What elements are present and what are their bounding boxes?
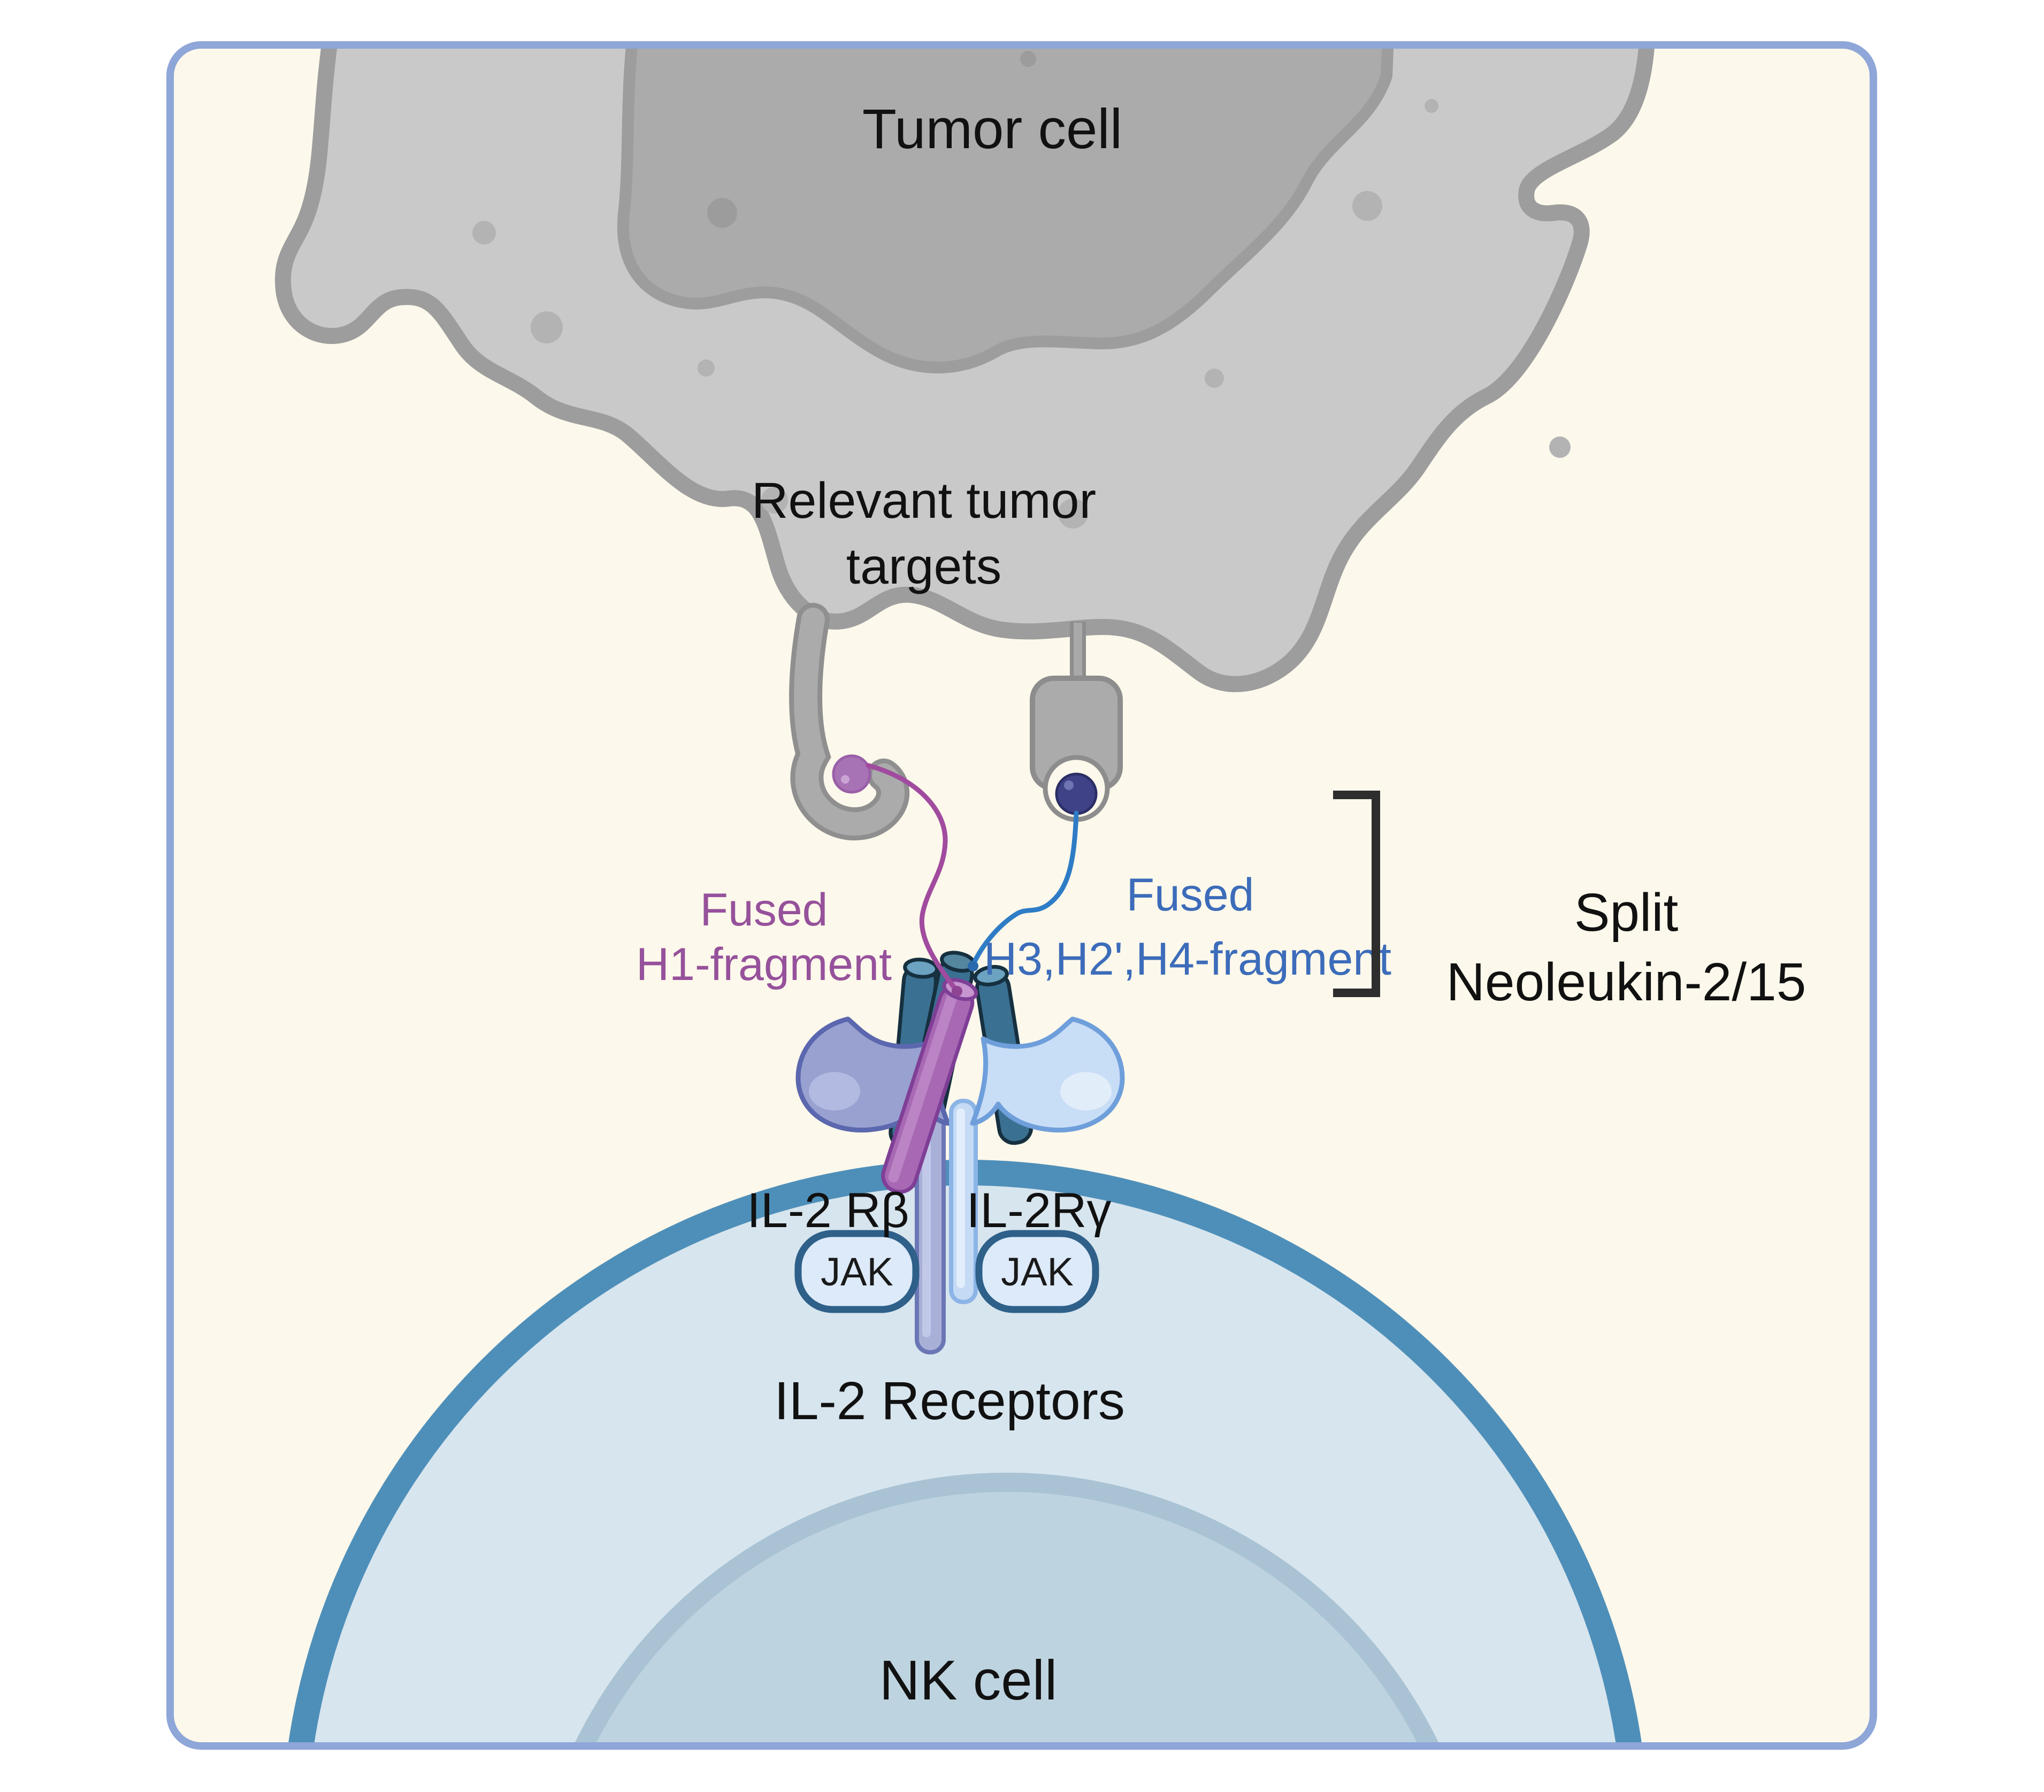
teal-helix-left-top	[903, 958, 939, 979]
split-bracket	[1333, 791, 1380, 997]
h3-ligand-sphere-highlight	[1064, 780, 1074, 790]
purple-helix	[881, 978, 978, 1194]
split-neoleukin-label-line2: Neoleukin-2/15	[1446, 952, 1806, 1012]
speckle	[1020, 51, 1036, 67]
jak-left: JAK	[794, 1230, 920, 1313]
speckle	[1205, 369, 1224, 388]
h1-fragment-thread	[866, 763, 960, 994]
jak-right-label: JAK	[1001, 1250, 1074, 1294]
jak-left-pill	[794, 1230, 920, 1313]
panel-border	[166, 41, 1877, 1750]
nk-cell-label: NK cell	[879, 1649, 1058, 1712]
speckle	[761, 487, 788, 514]
tumor-targets-label-line2: targets	[846, 538, 1001, 595]
tumor-cell-shape	[274, 45, 1655, 692]
il2rb-stem-highlight	[922, 1108, 931, 1337]
h3-ligand-sphere-body	[1055, 772, 1098, 815]
h1-ligand-sphere-body	[832, 754, 871, 794]
il2rg-stem-highlight	[956, 1108, 965, 1288]
h3-fragment-thread	[970, 810, 1079, 968]
purple-helix-highlight	[888, 990, 958, 1183]
tumor-cell-label: Tumor cell	[862, 98, 1122, 160]
il2rg-label: IL-2Rγ	[967, 1183, 1112, 1238]
h3-ligand-sphere	[1055, 772, 1098, 815]
split-neoleukin-label-line1: Split	[1574, 883, 1679, 943]
teal-helix-right-top	[973, 964, 1009, 986]
speckle	[472, 221, 496, 244]
speckle	[531, 311, 563, 343]
tumor-targets-label-line1: Relevant tumor	[752, 472, 1096, 529]
jak-right: JAK	[975, 1230, 1099, 1313]
h1-ligand-sphere	[832, 754, 871, 794]
tumor-speckles	[472, 51, 1571, 529]
il2rg-head-highlight	[1060, 1072, 1112, 1111]
hook-target-receptor	[789, 603, 910, 841]
il2rg-receptor	[949, 1016, 1125, 1304]
speckle	[698, 359, 715, 377]
fused-h1-label-line1: Fused	[700, 884, 828, 936]
il2-receptors-label: IL-2 Receptors	[774, 1371, 1125, 1431]
il2rb-label: IL-2 Rβ	[747, 1183, 909, 1238]
speckle	[1352, 191, 1382, 221]
fused-h3-label-line2: H3,H2',H4-fragment	[984, 933, 1391, 985]
fused-h1-label-line2: H1-fragment	[636, 939, 892, 990]
jak-left-label: JAK	[821, 1250, 893, 1294]
jak-right-pill	[975, 1230, 1099, 1313]
hook-target-receptor-fill	[794, 608, 905, 836]
speckle	[1058, 499, 1088, 529]
nk-nucleus	[526, 1473, 1487, 1746]
h3-thread-anchor-dot	[968, 961, 978, 971]
tumor-cell-nucleus	[617, 45, 1395, 373]
speckle	[1549, 436, 1571, 458]
speckle	[707, 198, 737, 228]
fused-h3-label-line1: Fused	[1126, 869, 1254, 921]
h1-ligand-sphere-highlight	[841, 775, 849, 784]
speckle	[1425, 99, 1438, 113]
h1-thread-anchor-dot	[952, 986, 962, 997]
il2rb-head-highlight	[809, 1072, 860, 1111]
